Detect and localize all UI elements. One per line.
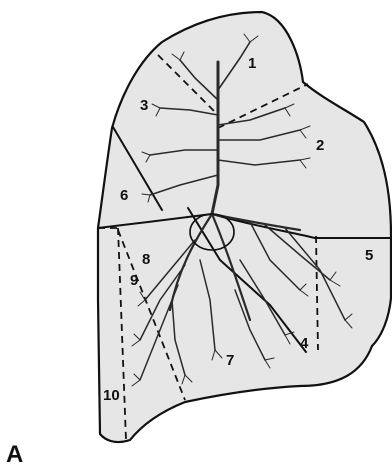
segment-label-1: 1 (248, 55, 256, 72)
segment-label-7: 7 (226, 352, 234, 369)
panel-label: A (6, 441, 23, 465)
segment-label-5: 5 (365, 247, 373, 264)
lung-outline (98, 12, 391, 442)
segment-label-3: 3 (140, 97, 148, 114)
segment-label-10: 10 (103, 387, 120, 404)
segment-label-8: 8 (142, 251, 150, 268)
segment-label-2: 2 (316, 137, 324, 154)
segment-label-9: 9 (130, 272, 138, 289)
segment-label-4: 4 (300, 335, 309, 352)
segment-label-6: 6 (120, 187, 128, 204)
